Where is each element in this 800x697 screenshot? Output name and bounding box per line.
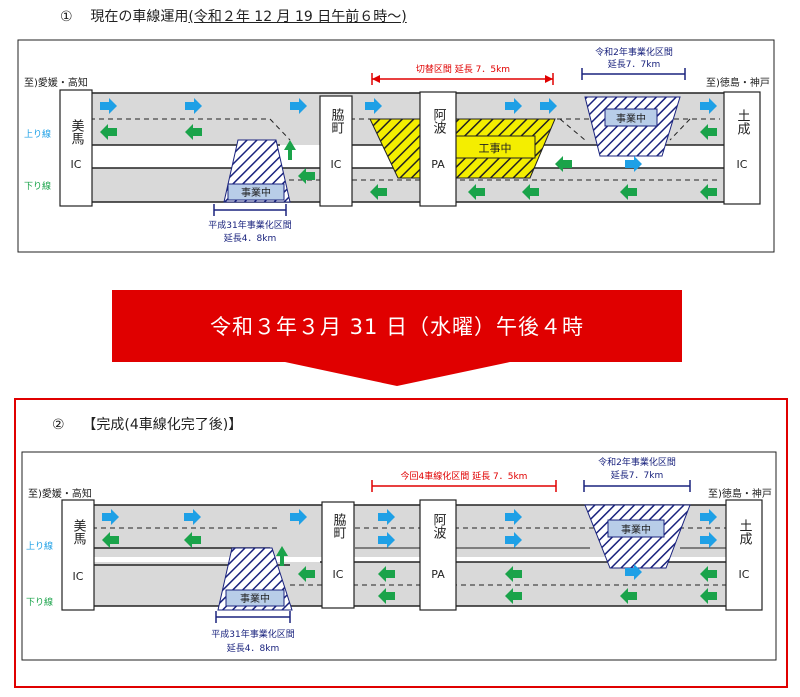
diagram2-dest-right: 至)徳島・神戸: [708, 487, 772, 500]
diagram2-mid-label: 今回4車線化区間 延長 7．5km: [401, 470, 528, 482]
diagram2-mima-sub: IC: [73, 570, 84, 583]
diagram2-project-tag-left: 事業中: [240, 592, 270, 605]
diagram1-dimension-mid: [371, 73, 554, 85]
diagram1-waki-label: 脇町: [329, 108, 345, 134]
diagram2-dimension-right: [583, 480, 691, 492]
diagram1-mima-sub: IC: [71, 158, 82, 171]
step1-heading: ① 現在の車線運用(令和２年 12 月 19 日午前６時～): [60, 6, 407, 26]
diagram1-lane-up: 上り線: [24, 128, 51, 140]
diagram2-left-label2: 延長4．8km: [227, 642, 279, 654]
diagram-2: 至)愛媛・高知 至)徳島・神戸 上り線 下り線 美馬 IC 脇町 IC 阿波 P…: [21, 451, 777, 661]
diagram1-project-tag-left: 事業中: [241, 186, 271, 199]
diagram2-dono-label: 土成: [737, 519, 753, 546]
diagram1-project-tag-right: 事業中: [616, 112, 646, 125]
diagram1-mid-label: 切替区間 延長 7．5km: [416, 63, 510, 75]
step1-date: (令和２年 12 月 19 日午前６時～): [188, 9, 407, 25]
diagram2-wakimachi-ic-box: [321, 501, 355, 609]
diagram2-awa-sub: PA: [431, 568, 445, 581]
diagram2-waki-sub: IC: [333, 568, 344, 581]
step2-number: ②: [52, 417, 65, 433]
diagram1-dono-sub: IC: [737, 158, 748, 171]
diagram2-dono-sub: IC: [739, 568, 750, 581]
diagram2-lane-down: 下り線: [26, 596, 53, 608]
diagram1-construction-tag: 工事中: [479, 142, 512, 155]
diagram2-mima-label: 美馬: [71, 519, 87, 545]
diagram2-left-label1: 平成31年事業化区間: [211, 628, 294, 640]
diagram-1: 至)愛媛・高知 至)徳島・神戸 上り線 下り線 美馬 IC 脇町 IC 阿波 P…: [17, 39, 775, 253]
step2-heading: ② 【完成(4車線化完了後)】: [52, 414, 242, 434]
diagram1-left-label1: 平成31年事業化区間: [208, 219, 291, 231]
diagram2-mima-ic-box: [61, 499, 95, 611]
diagram2-awa-label: 阿波: [431, 513, 447, 539]
diagram1-awa-label: 阿波: [431, 108, 447, 134]
diagram1-awa-pa-box: [419, 91, 457, 207]
diagram1-dest-left: 至)愛媛・高知: [24, 76, 88, 89]
banner-text: 令和３年３月 31 日（水曜）午後４時: [209, 315, 585, 339]
step2-title: 【完成(4車線化完了後)】: [82, 417, 243, 433]
diagram1-lane-down: 下り線: [24, 180, 51, 192]
diagram1-awa-sub: PA: [431, 158, 445, 171]
diagram1-waki-sub: IC: [331, 158, 342, 171]
completed-section-frame: [14, 398, 788, 688]
diagram2-right-label2: 延長7．7km: [611, 469, 663, 481]
diagram1-right-label1: 令和2年事業化区間: [595, 46, 673, 58]
diagram1-mima-ic-box: [59, 89, 93, 207]
step1-title: 現在の車線運用: [90, 9, 189, 25]
diagram2-donari-ic-box: [725, 499, 763, 611]
diagram2-dimension-left: [215, 611, 291, 623]
diagram1-dimension-right: [581, 68, 686, 80]
diagram1-dimension-left: [213, 204, 287, 216]
transition-banner: 令和３年３月 31 日（水曜）午後４時: [112, 290, 682, 362]
diagram1-donari-ic-box: [723, 91, 761, 205]
transition-arrow: [285, 362, 510, 386]
diagram2-waki-label: 脇町: [331, 513, 347, 539]
diagram1-dest-right: 至)徳島・神戸: [706, 76, 770, 89]
diagram1-road-down: [60, 168, 730, 202]
diagram2-right-label1: 令和2年事業化区間: [598, 456, 676, 468]
diagram2-road-down: [62, 562, 742, 606]
diagram1-mima-label: 美馬: [69, 119, 85, 145]
diagram1-right-label2: 延長7．7km: [608, 58, 660, 70]
diagram2-dimension-mid: [371, 480, 557, 492]
diagram2-awa-pa-box: [419, 499, 457, 611]
diagram1-dono-label: 土成: [735, 109, 751, 136]
diagram1-wakimachi-ic-box: [319, 95, 353, 207]
diagram2-lane-up: 上り線: [26, 540, 53, 552]
diagram2-project-tag-right: 事業中: [621, 523, 651, 536]
diagram1-left-label2: 延長4．8km: [224, 232, 276, 244]
step1-number: ①: [60, 9, 73, 25]
diagram2-dest-left: 至)愛媛・高知: [28, 487, 92, 500]
